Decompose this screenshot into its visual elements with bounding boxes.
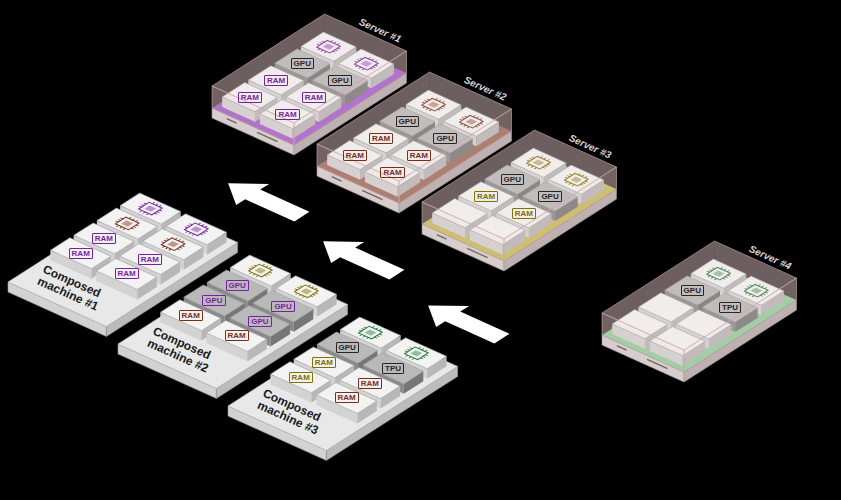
panel-detail — [227, 119, 237, 123]
chip-type-label: RAM — [69, 248, 93, 259]
chip-type-label: GPU — [681, 285, 704, 296]
chip-type-label: GPU — [433, 133, 456, 144]
chip-type-label: RAM — [92, 233, 116, 244]
server-tray: Server #3 — [420, 128, 619, 273]
chip-type-label: GPU — [336, 342, 359, 353]
cpu-icon — [157, 235, 190, 253]
chip-type-label: GPU — [291, 58, 314, 69]
flow-arrow — [228, 183, 309, 221]
chip-type-label: RAM — [238, 92, 262, 103]
tray-floor — [228, 322, 458, 450]
tray-floor — [118, 260, 348, 388]
panel-detail — [437, 235, 447, 239]
chip-type-label: GPU — [328, 75, 351, 86]
chip-type-label: RAM — [264, 75, 288, 86]
chip — [96, 259, 157, 300]
chip — [206, 321, 266, 362]
cpu-icon — [180, 220, 213, 238]
panel-detail — [332, 177, 342, 181]
glass-top — [422, 130, 617, 239]
cpu-icon — [111, 215, 144, 233]
chip-type-label: RAM — [407, 150, 431, 161]
chip-type-label: RAM — [302, 92, 326, 103]
chip-type-label: GPU — [271, 301, 294, 312]
cpu-icon — [290, 282, 323, 300]
chip-type-label: RAM — [138, 254, 162, 265]
chip-type-label: GPU — [226, 280, 249, 291]
chip-type-label: RAM — [474, 191, 498, 202]
chip-type-label: RAM — [225, 330, 249, 341]
chip-type-label: GPU — [202, 295, 225, 306]
chip-type-label: TPU — [719, 302, 741, 313]
cpu-icon — [134, 200, 167, 218]
panel-detail — [617, 346, 627, 350]
chip-type-label: GPU — [396, 116, 419, 127]
chip-type-label: GPU — [248, 316, 271, 327]
chip-type-label: GPU — [501, 174, 524, 185]
chip-type-label: RAM — [289, 372, 313, 383]
chip-type-label: RAM — [343, 150, 367, 161]
cpu-icon — [354, 324, 387, 342]
chip-type-label: TPU — [382, 363, 404, 374]
chip-type-label: RAM — [115, 268, 139, 279]
flow-arrow — [428, 305, 509, 343]
chip-type-label: RAM — [335, 392, 359, 403]
chip — [316, 383, 377, 424]
cpu-icon — [400, 344, 433, 362]
chip-type-label: RAM — [358, 378, 382, 389]
chip-type-label: RAM — [512, 208, 536, 219]
server-tray: Server #4 — [600, 239, 799, 384]
cpu-icon — [244, 262, 277, 280]
flow-arrow — [323, 241, 404, 279]
chip-type-label: RAM — [380, 167, 404, 178]
chip-type-label: GPU — [538, 191, 561, 202]
tray-floor — [8, 198, 238, 326]
chip-type-label: RAM — [369, 133, 393, 144]
glass-top — [602, 241, 797, 350]
chip-type-label: RAM — [275, 109, 299, 120]
chip-type-label: RAM — [179, 310, 203, 321]
chip-type-label: RAM — [312, 357, 336, 368]
